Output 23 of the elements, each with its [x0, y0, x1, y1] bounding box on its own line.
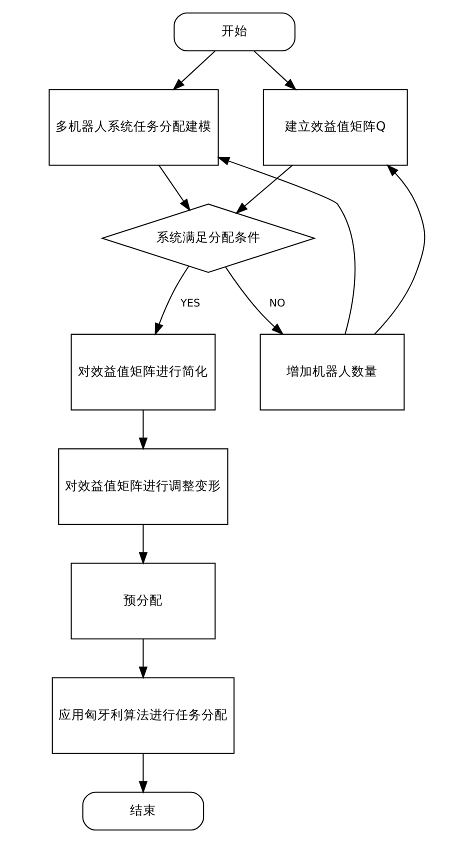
node-box: 建立效益值矩阵Q	[262, 89, 408, 166]
node-box: 应用匈牙利算法进行任务分配	[52, 677, 235, 754]
arrow	[172, 50, 216, 91]
arrow	[254, 50, 297, 91]
arrow	[235, 164, 293, 214]
arrow	[216, 156, 356, 334]
arrow	[138, 410, 148, 450]
arrow	[154, 266, 190, 336]
arrow	[138, 754, 148, 794]
edge-label: NO	[269, 298, 286, 310]
node-box: 结束	[82, 792, 204, 831]
node-box: 开始	[174, 12, 296, 52]
node-box: 对效益值矩阵进行简化	[70, 334, 216, 410]
node-box: 预分配	[70, 562, 216, 640]
arrow	[225, 266, 284, 336]
node-box: 增加机器人数量	[260, 334, 405, 410]
arrow	[158, 165, 191, 212]
node-box: 对效益值矩阵进行调整变形	[58, 448, 228, 525]
edge-label: YES	[180, 298, 200, 310]
arrow	[138, 638, 148, 680]
arrow	[374, 164, 426, 334]
node-box: 多机器人系统任务分配建模	[48, 89, 219, 166]
arrow	[138, 524, 148, 565]
